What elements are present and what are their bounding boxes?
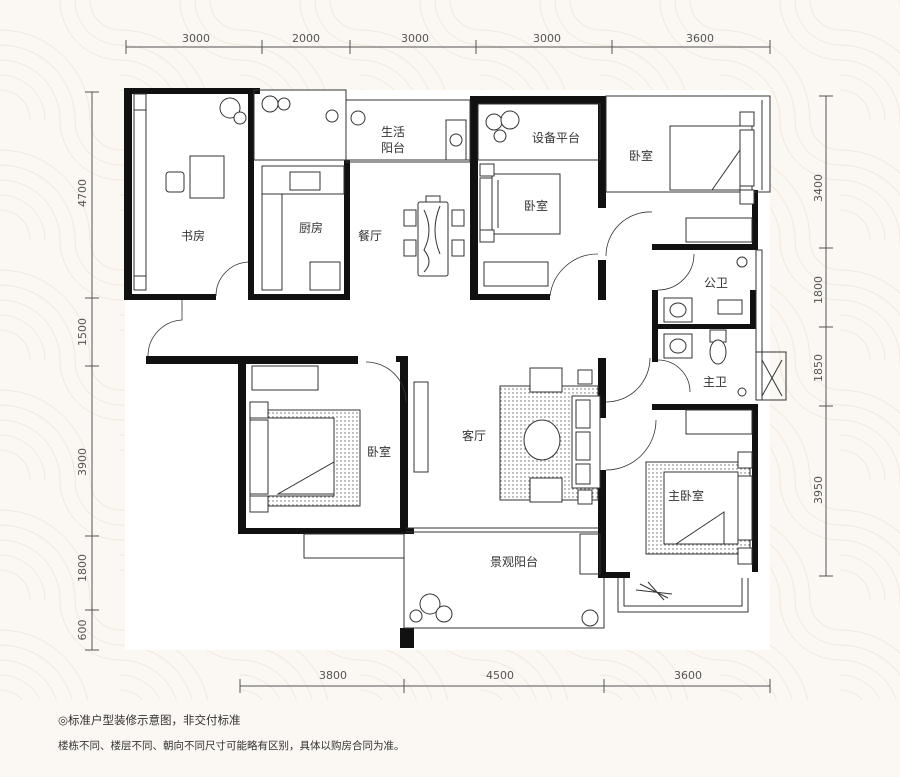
living-sofa-set [499, 367, 601, 505]
dim-bottom-2: 4500 [486, 669, 514, 682]
left-dimension-line [85, 91, 99, 651]
top-dimension-line [125, 40, 771, 54]
label-master-bath: 主卫 [703, 375, 727, 389]
walls [124, 88, 758, 648]
thin-walls [133, 89, 787, 629]
label-view-balcony: 景观阳台 [490, 554, 538, 569]
public-bath-fixtures [663, 256, 748, 323]
label-utility-balcony-2: 阳台 [381, 140, 405, 155]
label-bedroom-north-middle: 卧室 [524, 198, 548, 213]
dim-right-1: 3400 [812, 174, 825, 202]
dim-left-5: 600 [76, 620, 89, 641]
label-living-room: 客厅 [462, 428, 486, 443]
label-kitchen: 厨房 [299, 220, 323, 235]
kitchen-fixtures [261, 165, 345, 291]
dim-left-1: 4700 [76, 179, 89, 207]
label-bedroom-north-east: 卧室 [629, 148, 653, 163]
plants [219, 95, 599, 627]
label-bedroom-south-west: 卧室 [367, 444, 391, 459]
label-utility-balcony-1: 生活 [381, 125, 405, 139]
dim-right-3: 1850 [812, 354, 825, 382]
master-wardrobe [685, 409, 753, 435]
dim-top-3: 3000 [401, 32, 429, 45]
right-dimension-line [819, 95, 833, 577]
dim-top-2: 2000 [292, 32, 320, 45]
master-bath-fixtures [663, 329, 783, 397]
label-public-bath: 公卫 [704, 276, 728, 290]
bed-north-middle [479, 163, 561, 287]
dim-right-2: 1800 [812, 276, 825, 304]
dim-left-3: 3900 [76, 448, 89, 476]
dim-right-4: 3950 [812, 476, 825, 504]
dim-left-2: 1500 [76, 318, 89, 346]
label-equipment-platform: 设备平台 [532, 130, 580, 145]
dim-top-4: 3000 [533, 32, 561, 45]
bed-north-east [669, 111, 755, 243]
study-desk [165, 155, 225, 199]
dim-left-4: 1800 [76, 554, 89, 582]
label-master-bedroom: 主卧室 [668, 488, 704, 503]
note-disclaimer: 楼栋不同、楼层不同、朝向不同尺寸可能略有区别，具体以购房合同为准。 [58, 740, 405, 752]
floor-area [125, 90, 770, 650]
dim-bottom-3: 3600 [674, 669, 702, 682]
door-swings [147, 211, 695, 471]
bed-south-west [249, 365, 361, 513]
dim-top-5: 3600 [686, 32, 714, 45]
tv-console [413, 381, 429, 473]
dining-table [403, 195, 465, 277]
label-study: 书房 [181, 228, 205, 243]
label-dining: 餐厅 [358, 228, 382, 243]
bed-master [645, 451, 753, 565]
master-balcony-plant [635, 581, 673, 601]
dim-top-1: 3000 [182, 32, 210, 45]
bottom-dimension-line [239, 679, 771, 693]
dim-bottom-1: 3800 [319, 669, 347, 682]
note-standard-layout: ◎标准户型装修示意图，非交付标准 [58, 713, 241, 727]
washer [445, 119, 467, 161]
